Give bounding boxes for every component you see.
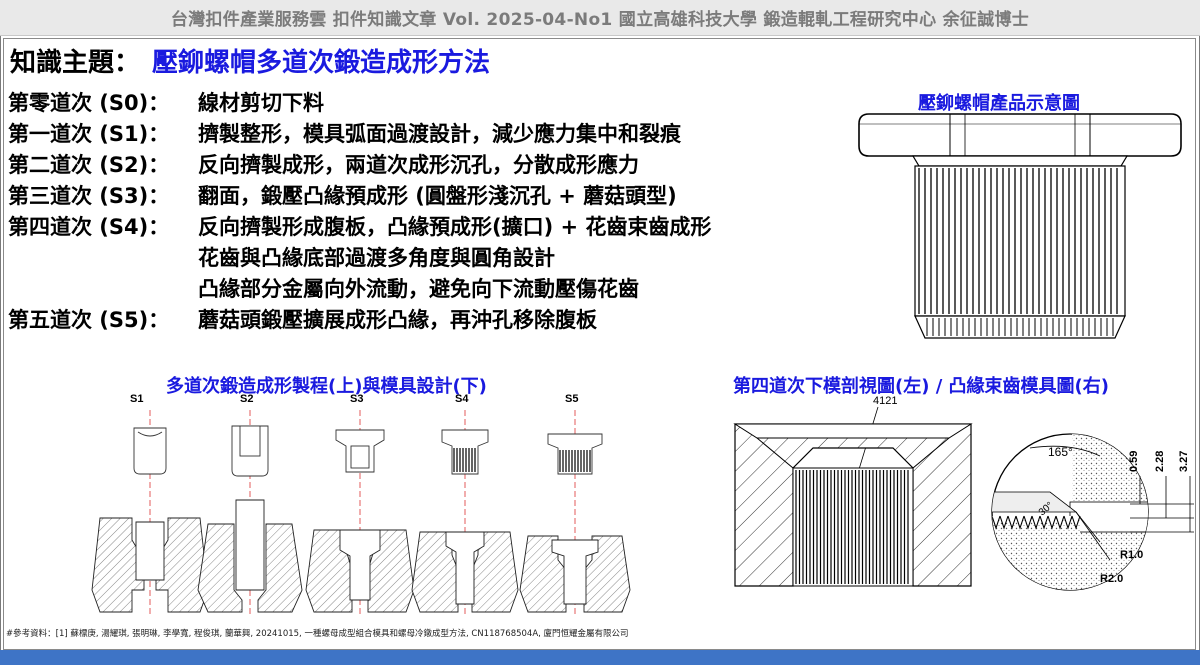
step-item: 第四道次 (S4)： 反向擠製形成腹板，凸緣預成形(擴口) + 花齒束齒成形: [8, 212, 828, 243]
step-label: 第零道次 (S0)：: [8, 91, 170, 115]
step-desc: 蘑菇頭鍛壓擴展成形凸緣，再沖孔移除腹板: [198, 308, 597, 332]
step-item: 第二道次 (S2)： 反向擠製成形，兩道次成形沉孔，分散成形應力: [8, 150, 828, 181]
reference-note: #參考資料：[1] 蘇標庚, 湯耀琪, 張明琳, 李學寬, 程俊琪, 蘭華興, …: [6, 629, 629, 639]
part-number-label: 4121: [873, 395, 897, 407]
radius-r2-label: R2.0: [1100, 573, 1123, 585]
spline-tooth: [992, 515, 1001, 530]
dim-327-label: 3.27: [1178, 451, 1190, 472]
step-label: 第一道次 (S1)：: [8, 122, 170, 146]
angle-label: 165°: [1048, 445, 1073, 459]
header-text: 台灣扣件產業服務雲 扣件知識文章 Vol. 2025-04-No1 國立高雄科技…: [170, 10, 1030, 30]
step-label: 第五道次 (S5)：: [8, 308, 170, 332]
die-caption: 第四道次下模剖視圖(左) / 凸緣束齒模具圖(右): [733, 376, 1110, 397]
die-section-drawing: 4121: [733, 395, 973, 587]
step-item: 第零道次 (S0)： 線材剪切下料: [8, 88, 828, 119]
dim-059-label: 0.59: [1128, 451, 1140, 472]
spline-tooth: [1071, 515, 1081, 530]
step-desc: 反向擠製成形，兩道次成形沉孔，分散成形應力: [198, 153, 639, 177]
spline-tooth: [1047, 515, 1057, 530]
content-box: [3, 38, 1196, 650]
rivet-nut-product-drawing: [858, 113, 1182, 339]
spline-tooth: [1031, 515, 1041, 530]
step-label: 第三道次 (S3)：: [8, 184, 170, 208]
step-desc: 擠製整形，模具弧面過渡設計，減少應力集中和裂痕: [198, 122, 681, 146]
bottom-accent-bar: [0, 650, 1200, 665]
step-label: 第四道次 (S4)：: [8, 215, 170, 239]
flange-detail-drawing: 165° 30° R1.0 R2.0 0.59 2.28 3.27: [991, 433, 1194, 591]
spline-tooth: [1023, 515, 1033, 530]
step-desc: 線材剪切下料: [198, 91, 324, 115]
product-caption: 壓鉚螺帽產品示意圖: [918, 93, 1080, 114]
step-continuation: 花齒與凸緣底部過渡多角度與圓角設計: [198, 246, 555, 270]
step-label: 第二道次 (S2)：: [8, 153, 170, 177]
step-desc: 翻面，鍛壓凸緣預成形 (圓盤形淺沉孔 + 蘑菇頭型): [198, 184, 677, 208]
stage-label-s1: S1: [130, 393, 143, 405]
step-item: 第三道次 (S3)： 翻面，鍛壓凸緣預成形 (圓盤形淺沉孔 + 蘑菇頭型): [8, 181, 828, 212]
step-item: 第五道次 (S5)： 蘑菇頭鍛壓擴展成形凸緣，再沖孔移除腹板: [8, 305, 828, 336]
process-caption: 多道次鍛造成形製程(上)與模具設計(下): [166, 376, 487, 397]
spline-tooth: [1015, 515, 1025, 530]
step-desc: 反向擠製形成腹板，凸緣預成形(擴口) + 花齒束齒成形: [198, 215, 712, 239]
stage-label-s2: S2: [240, 393, 253, 405]
spline-tooth: [999, 515, 1009, 530]
spline-tooth: [1055, 515, 1065, 530]
stage-label-s4: S4: [455, 393, 469, 405]
stage-label-s5: S5: [565, 393, 578, 405]
topic-label: 知識主題：: [10, 48, 141, 78]
dim-228-label: 2.28: [1154, 451, 1166, 472]
spline-tooth: [1007, 515, 1017, 530]
step-list: 第零道次 (S0)： 線材剪切下料 第一道次 (S1)： 擠製整形，模具弧面過渡設計…: [8, 88, 828, 336]
step-item: 第一道次 (S1)： 擠製整形，模具弧面過渡設計，減少應力集中和裂痕: [8, 119, 828, 150]
spline-tooth: [1039, 515, 1049, 530]
stage-label-s3: S3: [350, 393, 363, 405]
header-band: 台灣扣件產業服務雲 扣件知識文章 Vol. 2025-04-No1 國立高雄科技…: [0, 0, 1200, 36]
step-continuation: 凸緣部分金屬向外流動，避免向下流動壓傷花齒: [198, 277, 639, 301]
topic-row: 知識主題： 壓鉚螺帽多道次鍛造成形方法: [10, 42, 490, 79]
topic-title: 壓鉚螺帽多道次鍛造成形方法: [152, 48, 491, 78]
multi-stage-process-drawing: S1 S2 S3 S4 S5: [91, 393, 631, 615]
spline-tooth: [1063, 515, 1073, 530]
radius-r1-label: R1.0: [1120, 549, 1143, 561]
